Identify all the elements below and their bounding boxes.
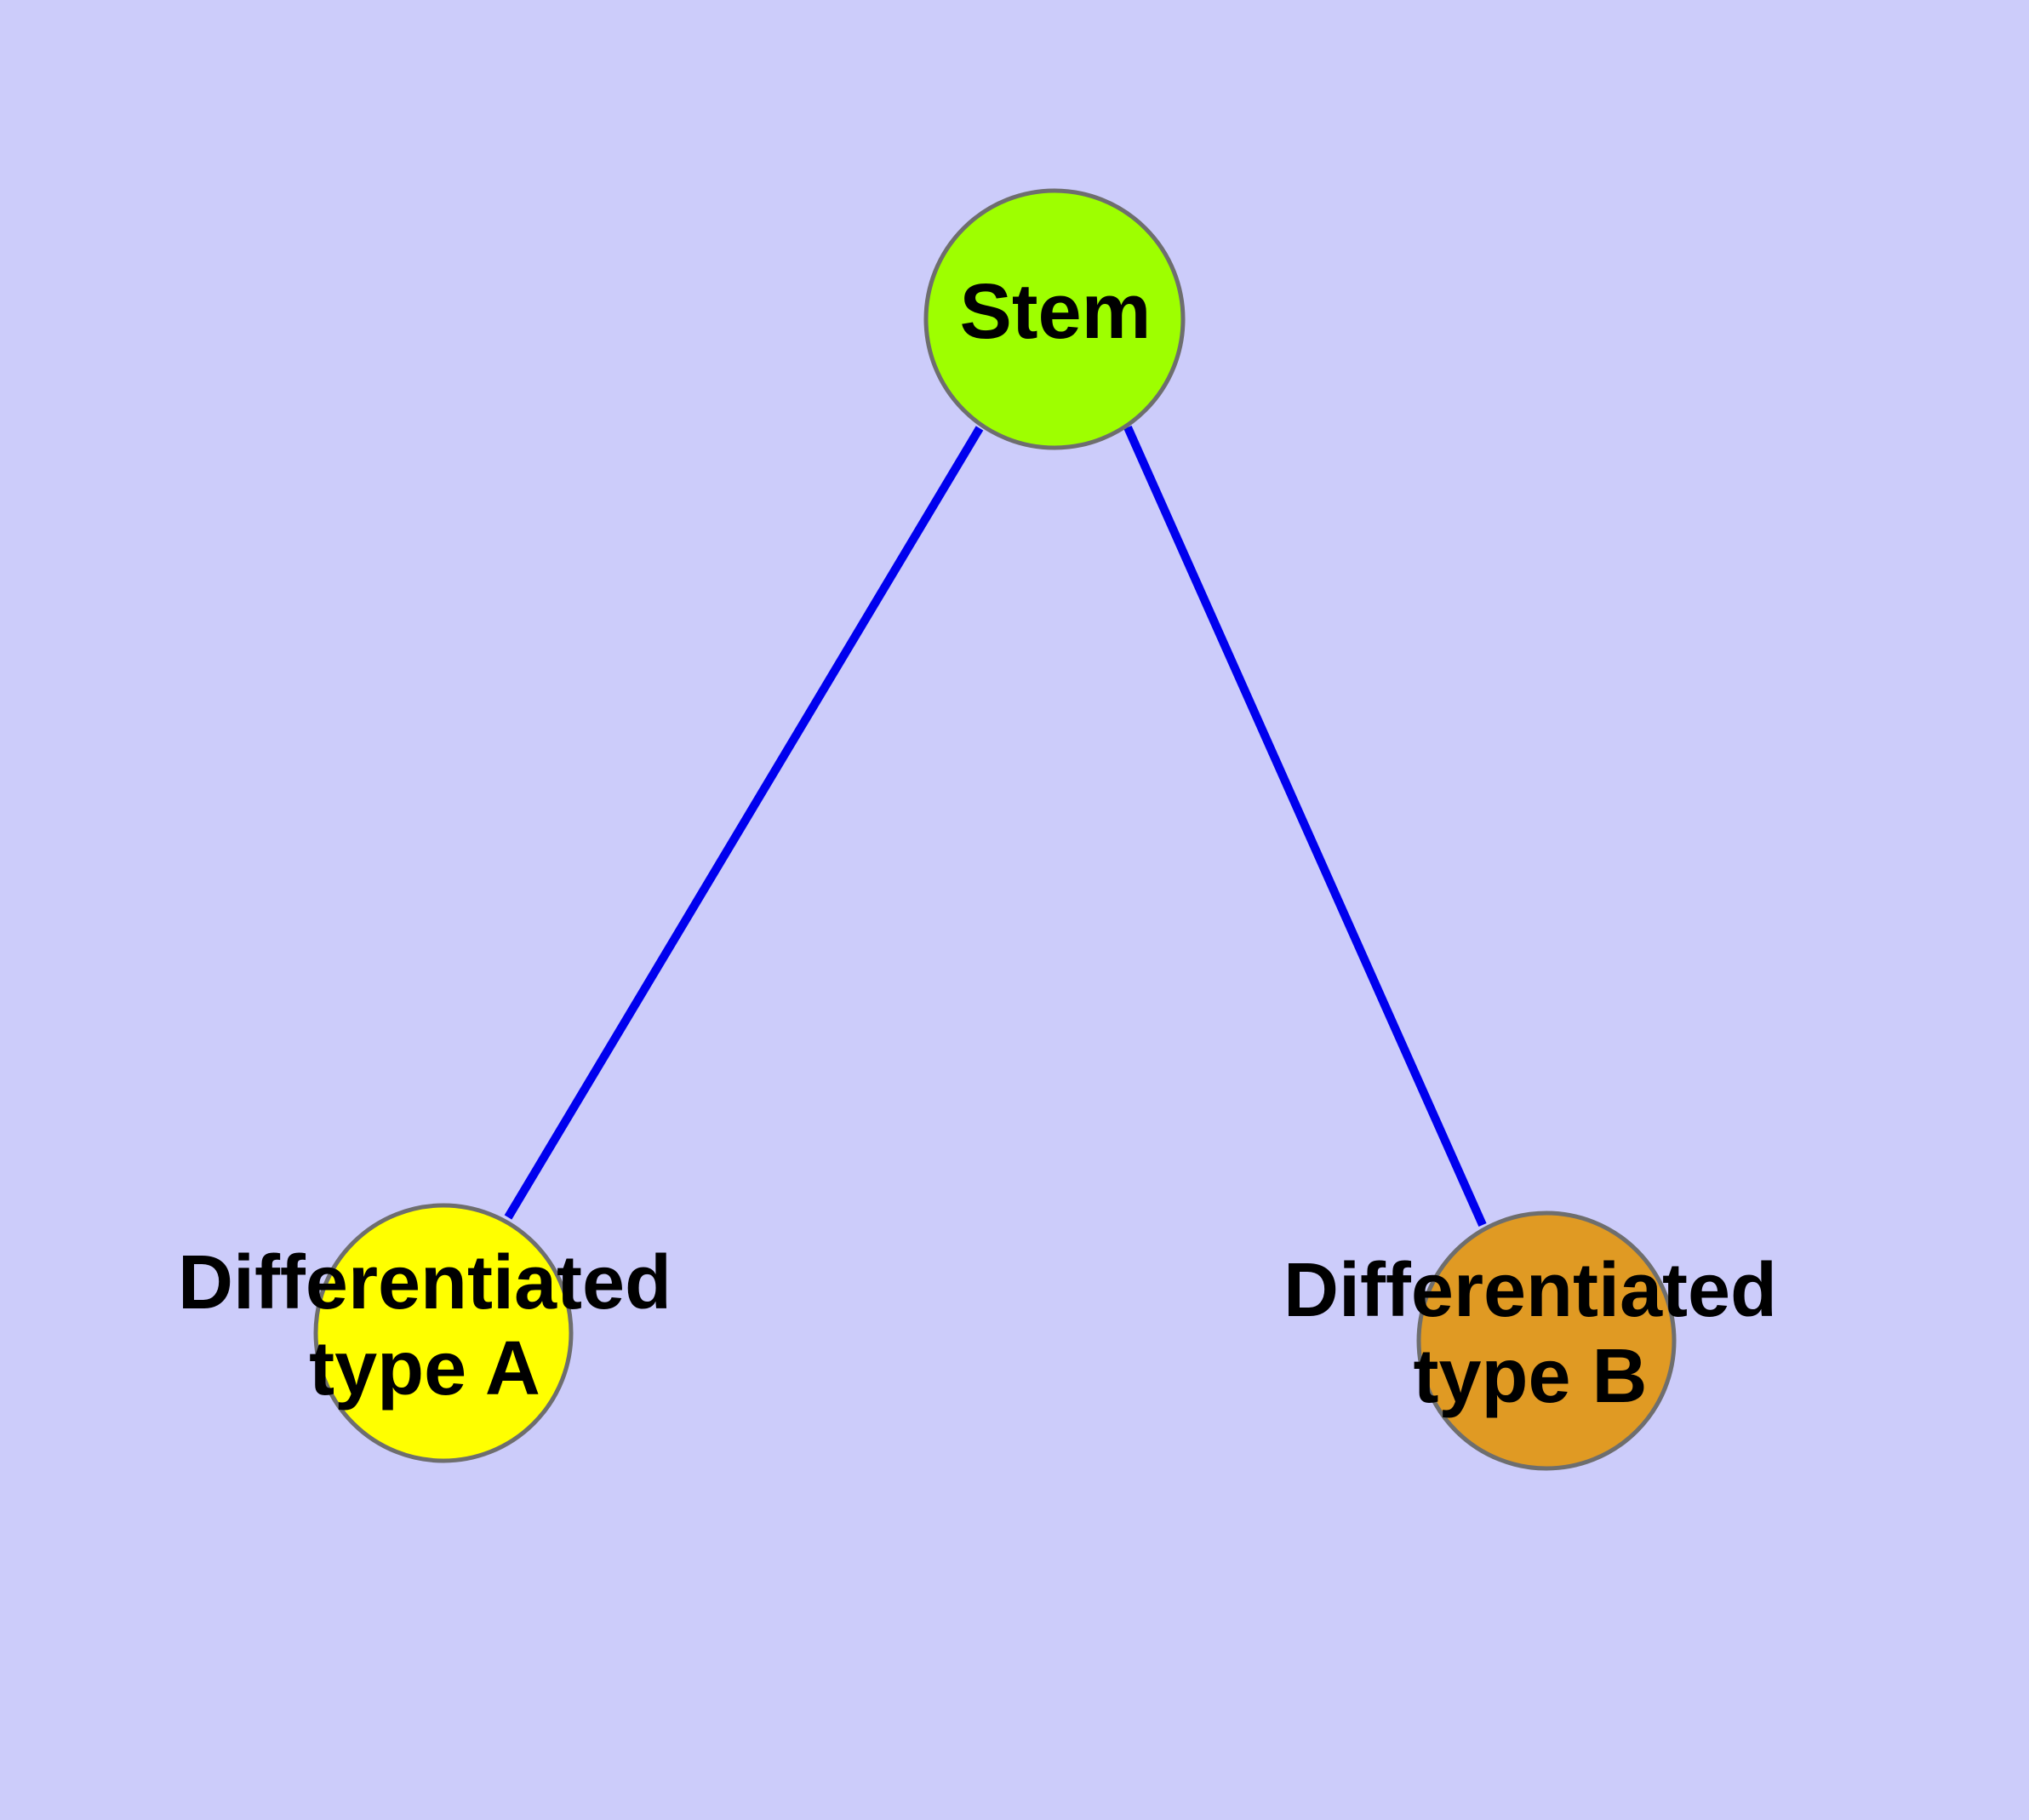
node-label-line: type B	[1413, 1334, 1647, 1419]
node-type-b[interactable]	[1416, 1210, 1677, 1471]
node-type-a[interactable]	[313, 1203, 574, 1463]
node-stem[interactable]	[923, 188, 1186, 450]
node-label-line: Differentiated	[178, 1240, 672, 1325]
node-circle-stem[interactable]	[923, 188, 1186, 450]
edge-stem-to-type-b[interactable]	[1123, 425, 1487, 1228]
node-circle-type-b[interactable]	[1416, 1210, 1677, 1471]
node-label-line: Differentiated	[1283, 1248, 1777, 1333]
node-label-line: type A	[309, 1326, 540, 1411]
edge-layer	[504, 425, 1487, 1228]
node-label-line: Stem	[960, 268, 1152, 355]
edge-stem-to-type-a[interactable]	[504, 426, 984, 1220]
node-label-stem: Stem	[960, 268, 1152, 355]
node-circle-type-a[interactable]	[313, 1203, 574, 1463]
